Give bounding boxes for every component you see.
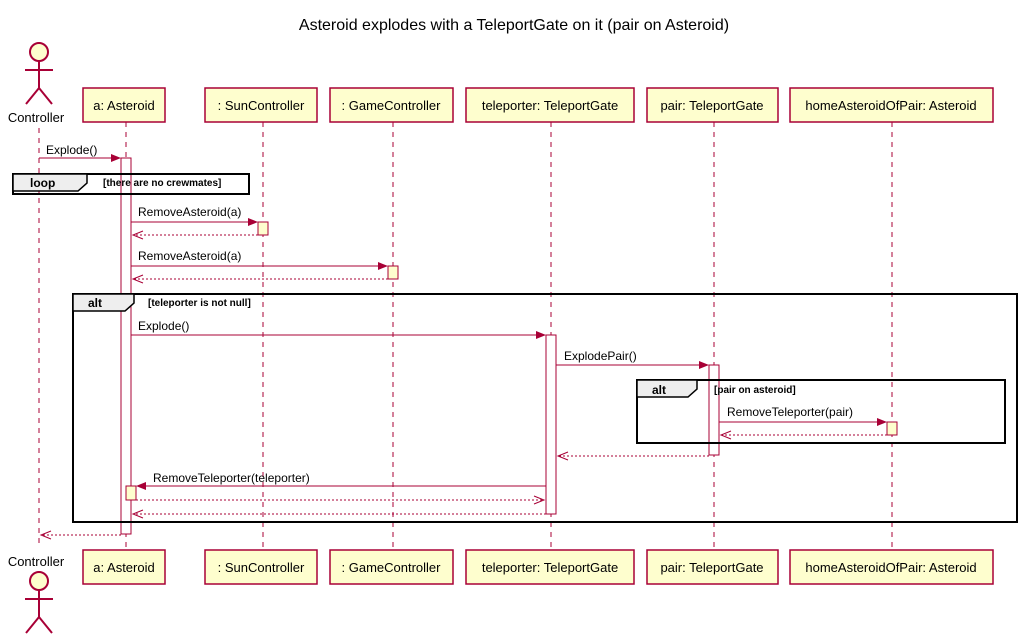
- participant-label-pair: pair: TeleportGate: [660, 560, 763, 575]
- participant-label-teleporter: teleporter: TeleportGate: [482, 98, 618, 113]
- fragment-alt-inner: alt [pair on asteroid]: [636, 379, 1006, 444]
- activation-asteroid: [120, 157, 132, 535]
- arrowhead: [378, 262, 388, 270]
- participant-box-home-asteroid: [789, 549, 994, 585]
- arrowhead: [877, 418, 887, 426]
- participant-label-asteroid: a: Asteroid: [93, 560, 154, 575]
- fragment-alt-outer-guard: [teleporter is not null]: [148, 298, 251, 309]
- activation-pair: [708, 364, 720, 456]
- return-arrowhead: [533, 495, 546, 505]
- fragment-loop: loop [there are no crewmates]: [12, 173, 250, 195]
- participant-box-teleporter: [465, 87, 635, 123]
- fragment-alt-outer-operator: alt: [88, 296, 102, 310]
- message-label: RemoveTeleporter(teleporter): [153, 471, 310, 485]
- arrowhead: [136, 482, 146, 490]
- participant-box-asteroid: [82, 549, 166, 585]
- message-label: RemoveTeleporter(pair): [727, 405, 853, 419]
- participant-box-asteroid: [82, 87, 166, 123]
- participant-box-pair: [646, 87, 779, 123]
- actor-label-top: Controller: [8, 110, 65, 125]
- message-label: Explode(): [138, 319, 189, 333]
- activation-home-asteroid: [886, 421, 898, 436]
- return-arrowhead: [131, 509, 144, 519]
- activation-game-controller: [387, 265, 399, 280]
- diagram-title: Asteroid explodes with a TeleportGate on…: [299, 17, 729, 34]
- arrowhead: [699, 361, 709, 369]
- fragment-loop-operator: loop: [30, 176, 55, 190]
- actor-head: [29, 42, 49, 62]
- fragment-alt-inner-tab: [636, 379, 698, 398]
- messages: Explode() RemoveAsteroid(a) RemoveAstero…: [39, 143, 887, 540]
- message-label: ExplodePair(): [564, 349, 637, 363]
- participant-label-teleporter: teleporter: TeleportGate: [482, 560, 618, 575]
- activation-asteroid-nested: [125, 485, 137, 501]
- participant-box-game-controller: [329, 549, 454, 585]
- message-label: RemoveAsteroid(a): [138, 249, 241, 263]
- message-label: Explode(): [46, 143, 97, 157]
- arrowhead: [248, 218, 258, 226]
- participant-box-game-controller: [329, 87, 454, 123]
- fragment-alt-outer-tab: [72, 293, 135, 312]
- fragment-loop-guard: [there are no crewmates]: [103, 178, 221, 189]
- participant-label-home-asteroid: homeAsteroidOfPair: Asteroid: [805, 560, 976, 575]
- arrowhead: [111, 154, 121, 162]
- actor-head: [29, 571, 49, 591]
- actor-controller-top: Controller: [8, 42, 65, 125]
- participant-box-sun-controller: [204, 549, 318, 585]
- participants-bottom: a: Asteroid : SunController : GameContro…: [82, 549, 994, 585]
- activations: [120, 157, 898, 535]
- participant-label-asteroid: a: Asteroid: [93, 98, 154, 113]
- participant-box-pair: [646, 549, 779, 585]
- return-arrowhead: [131, 230, 144, 240]
- arrowhead: [536, 331, 546, 339]
- participant-label-home-asteroid: homeAsteroidOfPair: Asteroid: [805, 98, 976, 113]
- participant-label-game-controller: : GameController: [342, 98, 442, 113]
- return-arrowhead: [131, 274, 144, 284]
- fragment-alt-inner-frame: [636, 379, 1006, 444]
- activation-sun-controller: [257, 221, 269, 236]
- participant-box-sun-controller: [204, 87, 318, 123]
- return-arrowhead: [39, 530, 52, 540]
- fragment-alt-inner-guard: [pair on asteroid]: [714, 385, 796, 396]
- actor-controller-bottom: Controller: [8, 554, 65, 634]
- participant-box-home-asteroid: [789, 87, 994, 123]
- participant-label-game-controller: : GameController: [342, 560, 442, 575]
- fragment-alt-outer-frame: [72, 293, 1018, 523]
- participants-top: a: Asteroid : SunController : GameContro…: [82, 87, 994, 123]
- fragment-alt-outer: alt [teleporter is not null]: [72, 293, 1018, 523]
- actor-label-bottom: Controller: [8, 554, 65, 569]
- return-arrowhead: [719, 430, 732, 440]
- message-label: RemoveAsteroid(a): [138, 205, 241, 219]
- fragment-loop-tab: [12, 173, 88, 192]
- fragment-alt-inner-operator: alt: [652, 383, 666, 397]
- participant-label-pair: pair: TeleportGate: [660, 98, 763, 113]
- return-arrowhead: [556, 451, 569, 461]
- activation-teleporter: [545, 334, 557, 515]
- participant-label-sun-controller: : SunController: [218, 98, 305, 113]
- participant-box-teleporter: [465, 549, 635, 585]
- participant-label-sun-controller: : SunController: [218, 560, 305, 575]
